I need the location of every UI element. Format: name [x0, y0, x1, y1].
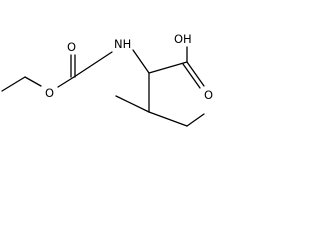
molecule-diagram: O O NH OH O: [1, 32, 213, 127]
acid-carbonyl-oxygen-label: O: [204, 88, 213, 102]
carbonyl-oxygen-label: O: [67, 40, 76, 54]
bond-beta-c-methyl: [115, 95, 150, 113]
ester-oxygen-label: O: [45, 86, 54, 100]
bond-acid-c-o-double-b: [182, 63, 201, 89]
bond-o-carbonyl-c: [57, 76, 75, 88]
bond-nh-alpha-c: [132, 49, 150, 74]
bond-acid-c-o-double-a: [186, 61, 205, 87]
bond-carbonyl-c-nh: [73, 51, 113, 78]
bond-alpha-c-acid-c: [148, 61, 188, 74]
bond-beta-c-ch2: [148, 111, 188, 127]
bond-ethyl-ch3-ch2: [1, 76, 26, 92]
bond-ethyl-ch2-o: [24, 76, 42, 87]
bond-ch2-ch3: [186, 113, 205, 127]
amine-label: NH: [114, 37, 131, 51]
hydroxyl-label: OH: [174, 32, 192, 46]
